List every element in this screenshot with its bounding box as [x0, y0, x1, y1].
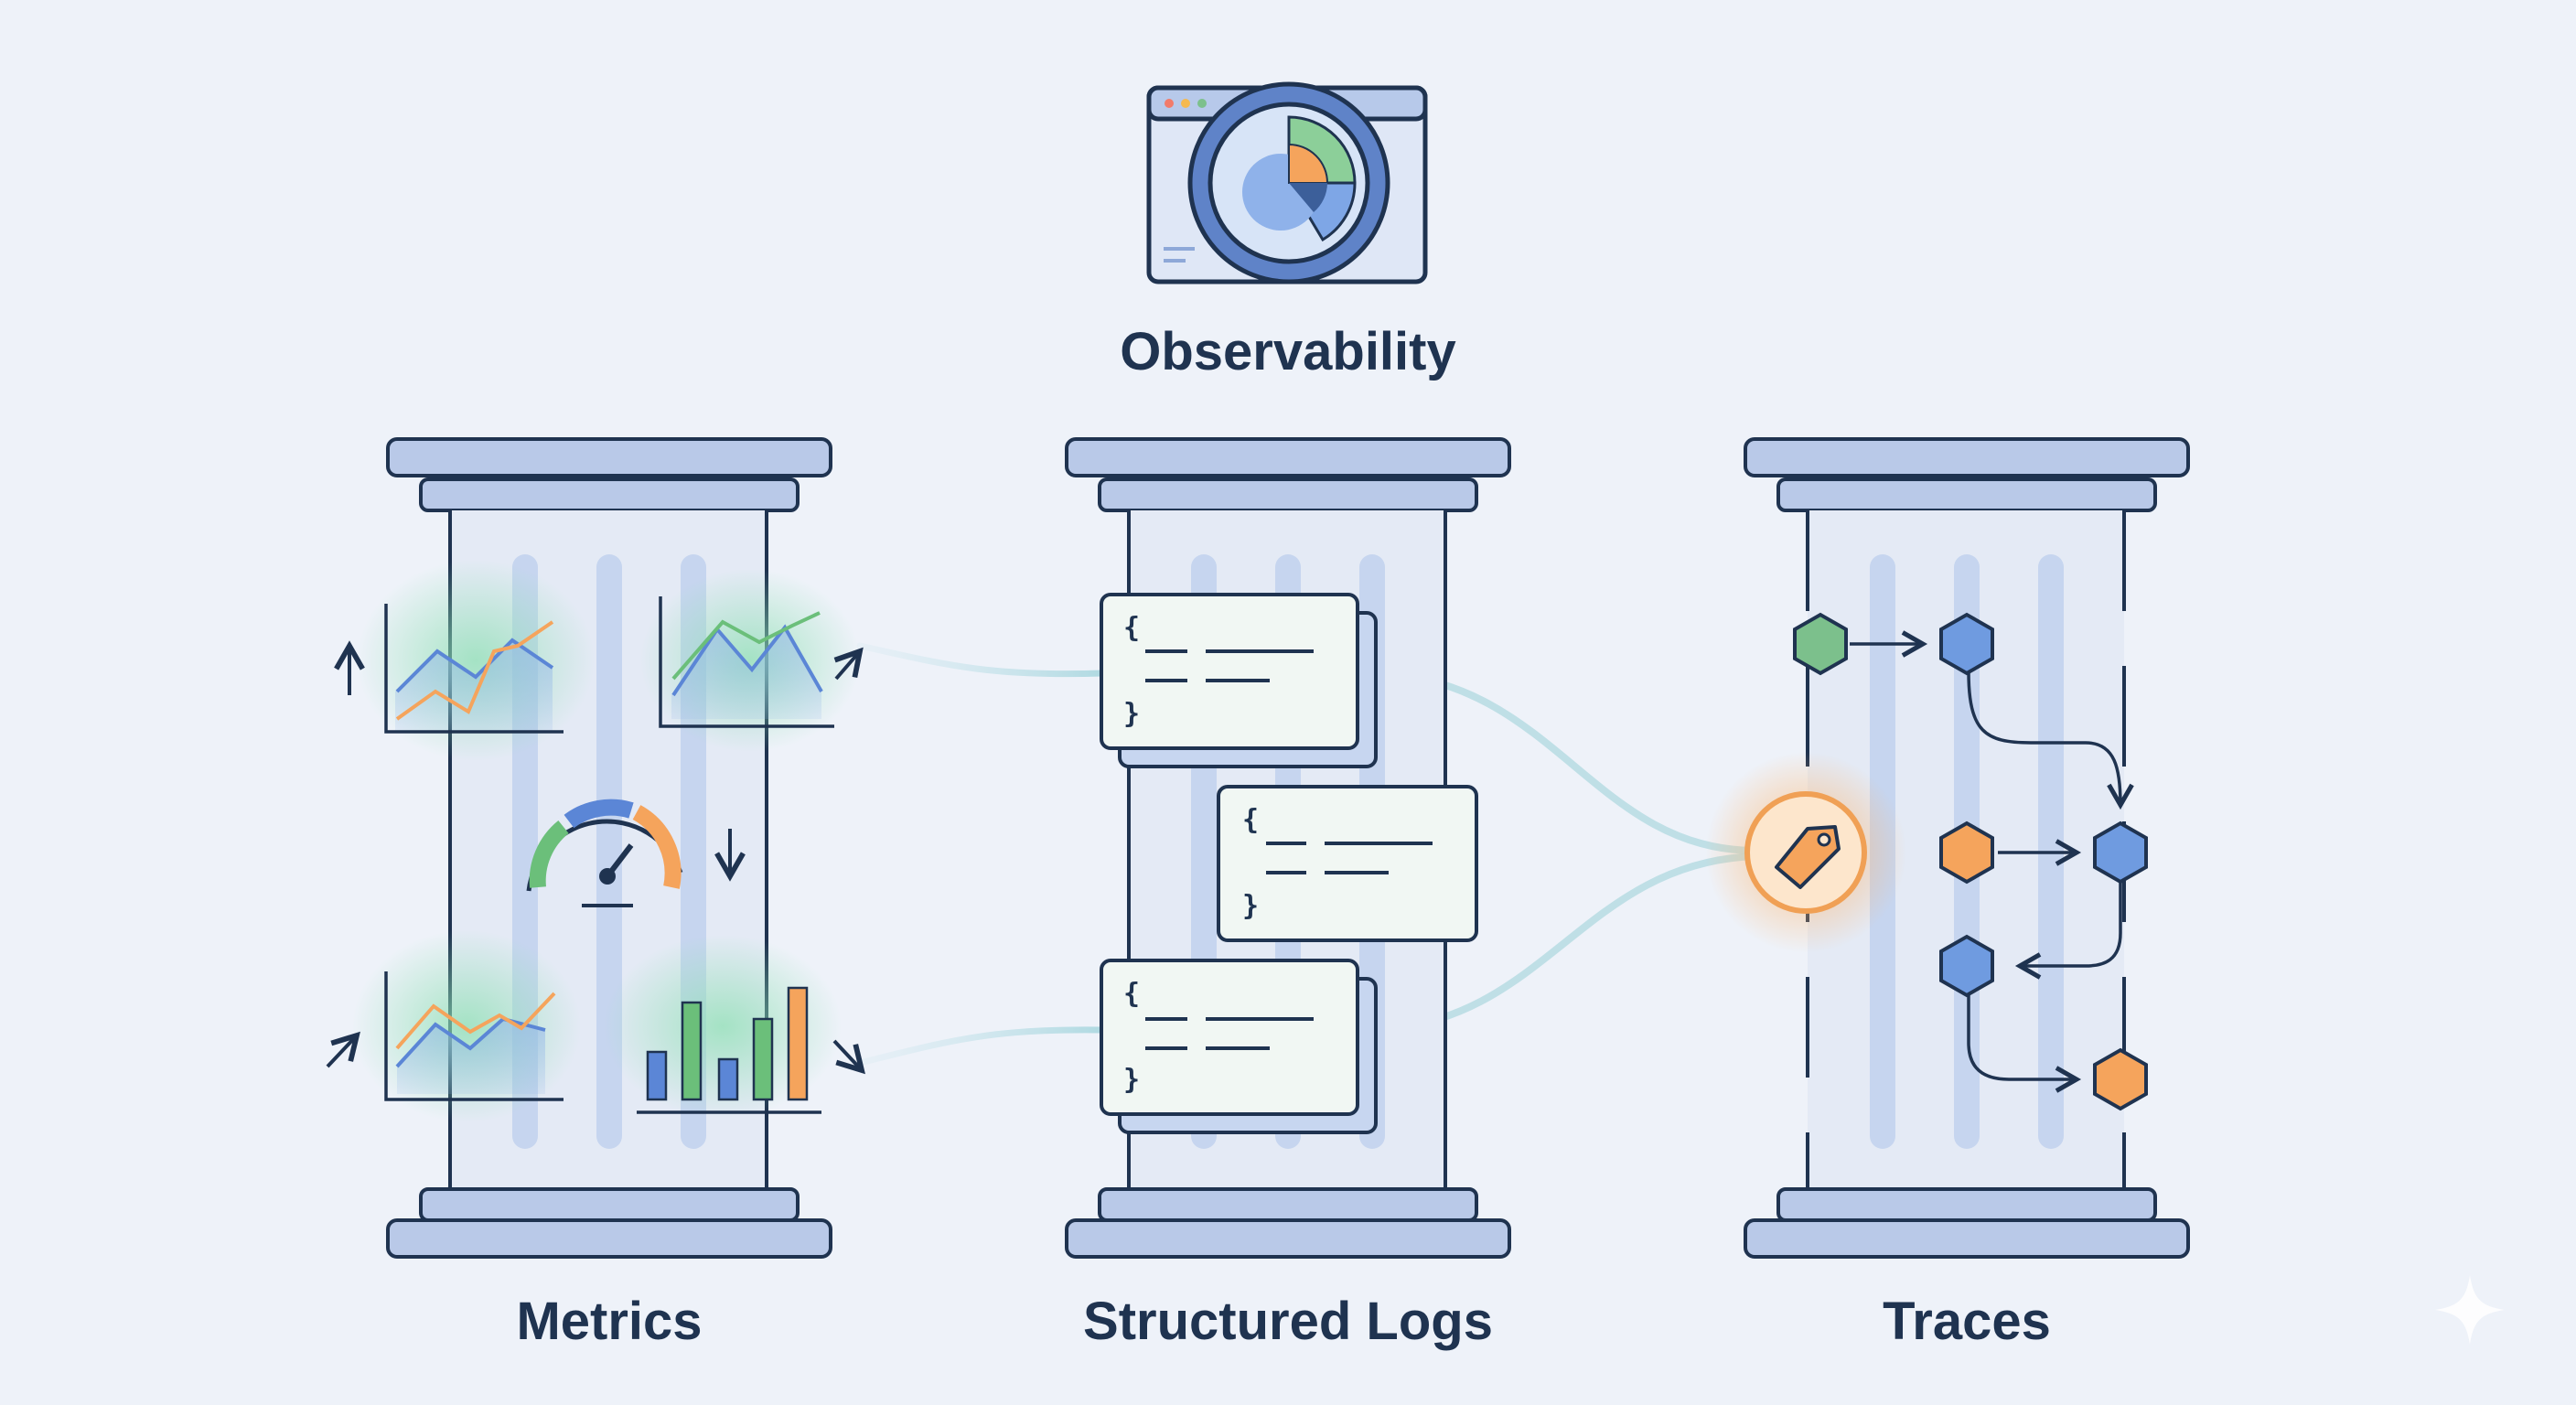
trace-edges [1850, 630, 2134, 1093]
bar-chart-icon [637, 986, 821, 1114]
page-title: Observability [1120, 322, 1455, 381]
code-open-brace: { [1242, 804, 1259, 836]
line-chart-icon [659, 596, 834, 728]
pillar-traces [1705, 437, 2190, 1259]
code-close-brace: } [1123, 1064, 1140, 1096]
trace-node [1939, 934, 1994, 998]
tag-icon [1705, 752, 1906, 953]
pillar-label-structured-logs: Structured Logs [1083, 1292, 1493, 1351]
trace-node [1939, 612, 1994, 676]
log-card: { } [1217, 785, 1478, 942]
area-chart-icon [384, 971, 564, 1101]
code-open-brace: { [1123, 978, 1140, 1010]
dashboard-magnifier-icon [1146, 81, 1428, 284]
trace-node [2093, 1047, 2148, 1111]
pillar-metrics [326, 437, 865, 1259]
log-card: { } [1100, 593, 1378, 768]
line-chart-icon [384, 604, 564, 734]
arrow-up-right-icon [833, 647, 864, 681]
arrow-up-right-icon [326, 1031, 360, 1068]
arrow-down-right-icon [832, 1039, 865, 1075]
log-card: { } [1100, 959, 1378, 1134]
trace-node [2093, 820, 2148, 885]
sparkle-icon [2435, 1275, 2505, 1345]
trace-node [1939, 820, 1994, 885]
gauge-icon [526, 799, 683, 907]
pillar-structured-logs: { } { } { } [1065, 437, 1511, 1259]
pillar-label-metrics: Metrics [516, 1292, 702, 1351]
trace-node [1793, 612, 1848, 676]
code-close-brace: } [1123, 698, 1140, 730]
code-open-brace: { [1123, 612, 1140, 644]
code-close-brace: } [1242, 890, 1259, 922]
pillar-label-traces: Traces [1883, 1292, 2051, 1351]
